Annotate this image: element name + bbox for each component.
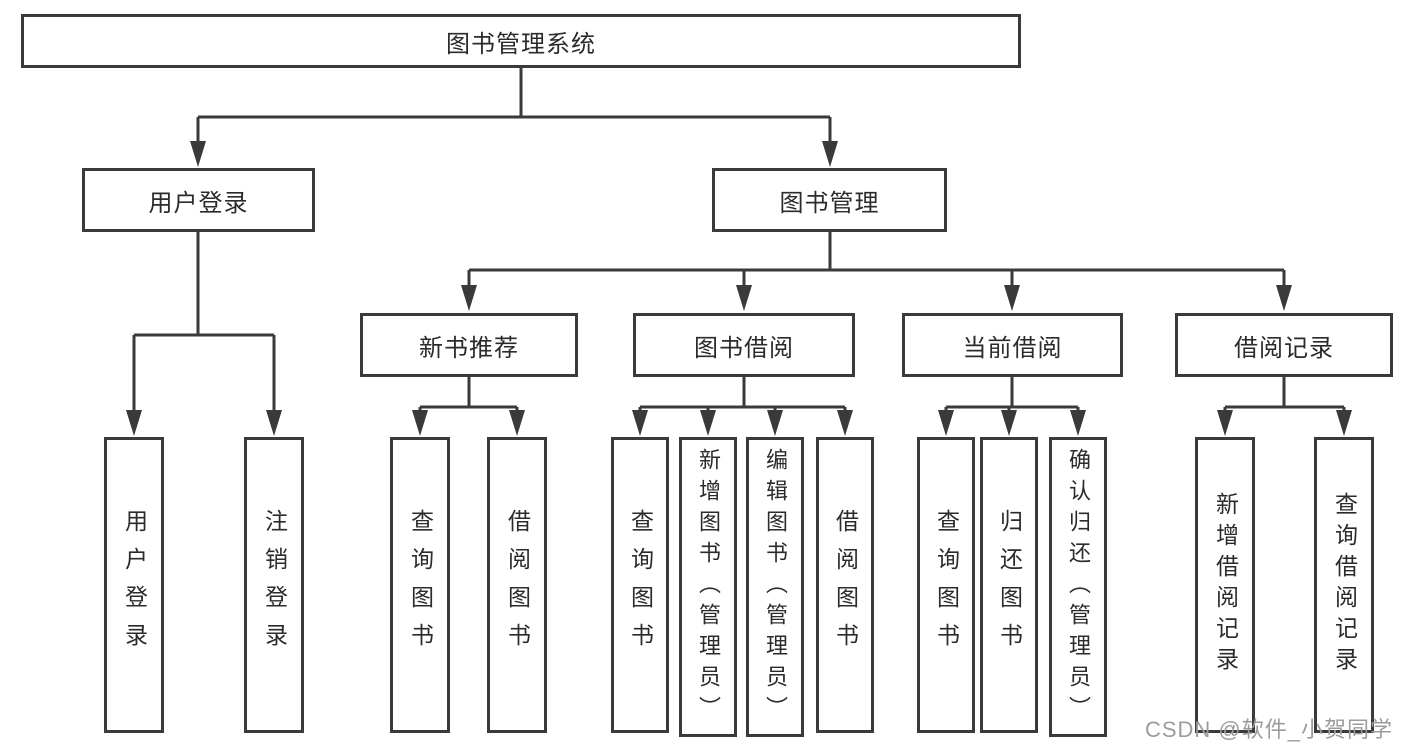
- node-book-management-label: 图书管理: [779, 189, 880, 217]
- leaf-recommend-borrow-book: 借阅图书: [487, 437, 547, 733]
- leaf-add-borrow-record-label: 新增借阅记录: [1212, 492, 1239, 678]
- connector-elbows: [132, 68, 1346, 412]
- node-user-login: 用户登录: [82, 168, 315, 232]
- leaf-borrow-query-book-label: 查询图书: [627, 509, 654, 661]
- leaf-user-login: 用户登录: [104, 437, 164, 733]
- node-current-borrow-label: 当前借阅: [962, 334, 1063, 362]
- node-borrow-record-label: 借阅记录: [1234, 334, 1334, 362]
- leaf-recommend-query-book-label: 查询图书: [407, 509, 434, 661]
- leaf-return-book: 归还图书: [980, 437, 1038, 733]
- leaf-query-borrow-record: 查询借阅记录: [1314, 437, 1374, 733]
- leaf-recommend-borrow-book-label: 借阅图书: [504, 509, 531, 661]
- node-root: 图书管理系统: [21, 14, 1021, 68]
- node-book-management: 图书管理: [712, 168, 947, 232]
- leaf-borrow-borrow-book: 借阅图书: [816, 437, 874, 733]
- leaf-return-book-label: 归还图书: [996, 509, 1023, 661]
- leaf-confirm-return-admin: 确认归还（管理员）: [1049, 437, 1107, 737]
- watermark-text: CSDN @软件_小贺同学: [1144, 717, 1393, 742]
- leaf-add-borrow-record: 新增借阅记录: [1195, 437, 1255, 733]
- node-current-borrow: 当前借阅: [902, 313, 1123, 377]
- leaf-recommend-query-book: 查询图书: [390, 437, 450, 733]
- leaf-logout: 注销登录: [244, 437, 304, 733]
- node-book-borrow: 图书借阅: [633, 313, 855, 377]
- node-book-borrow-label: 图书借阅: [694, 334, 794, 362]
- leaf-borrow-borrow-book-label: 借阅图书: [832, 509, 859, 661]
- node-new-book-recommend: 新书推荐: [360, 313, 578, 377]
- leaf-current-query-book: 查询图书: [917, 437, 975, 733]
- node-borrow-record: 借阅记录: [1175, 313, 1393, 377]
- leaf-edit-book-admin-label: 编辑图书（管理员）: [763, 447, 788, 727]
- leaf-edit-book-admin: 编辑图书（管理员）: [746, 437, 804, 737]
- leaf-add-book-admin-label: 新增图书（管理员）: [696, 447, 721, 727]
- node-new-book-recommend-label: 新书推荐: [419, 334, 519, 362]
- leaf-add-book-admin: 新增图书（管理员）: [679, 437, 737, 737]
- arrowheads: [126, 141, 1352, 436]
- node-user-login-label: 用户登录: [148, 189, 249, 217]
- leaf-borrow-query-book: 查询图书: [611, 437, 669, 733]
- leaf-current-query-book-label: 查询图书: [933, 509, 960, 661]
- node-root-label: 图书管理系统: [446, 30, 596, 58]
- leaf-confirm-return-admin-label: 确认归还（管理员）: [1066, 447, 1091, 727]
- leaf-query-borrow-record-label: 查询借阅记录: [1331, 492, 1358, 678]
- leaf-user-login-label: 用户登录: [121, 509, 148, 661]
- leaf-logout-label: 注销登录: [261, 509, 288, 661]
